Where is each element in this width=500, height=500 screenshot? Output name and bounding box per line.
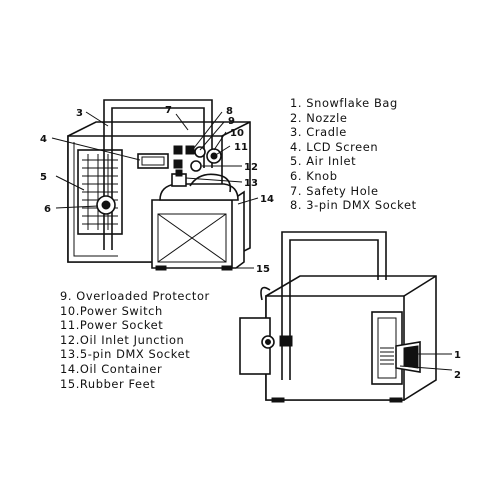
callout-3: 3 (76, 108, 83, 119)
callout-10: 10 (230, 128, 244, 139)
legend-item: 10.Power Switch (60, 303, 163, 318)
legend-item: 9. Overloaded Protector (60, 289, 210, 303)
leader-5 (55, 175, 85, 191)
leader-6 (55, 205, 99, 209)
legend-item: 14.Oil Container (60, 361, 163, 376)
callout-7: 7 (165, 105, 172, 116)
callout-6: 6 (44, 204, 51, 215)
legend-item: 13.5-pin DMX Socket (60, 347, 191, 362)
rear-view-machine (239, 231, 437, 403)
leader-2 (399, 365, 453, 371)
legend-item: 12.Oil Inlet Junction (60, 332, 185, 347)
callout-1: 1 (454, 350, 461, 361)
legend-item: 11.Power Socket (60, 318, 164, 333)
nozzle (395, 341, 421, 373)
leader-13 (185, 177, 243, 183)
callout-11: 11 (234, 142, 248, 153)
callout-12: 12 (244, 162, 258, 173)
knob (96, 195, 116, 215)
rear-foot-left (271, 397, 285, 403)
legend-item: 5. Air Inlet (290, 154, 357, 169)
callout-5: 5 (40, 172, 47, 183)
callout-14: 14 (260, 194, 274, 205)
callout-9: 9 (228, 116, 235, 127)
callout-2: 2 (454, 370, 461, 381)
legend-item: 3. Cradle (290, 125, 347, 140)
parts-legend-top: 1. Snowflake Bag 2. Nozzle 3. Cradle 4. … (290, 96, 417, 213)
leader-14 (237, 197, 259, 205)
parts-legend-bottom: 9. Overloaded Protector 10.Power Switch … (60, 289, 210, 391)
leader-7 (175, 113, 189, 131)
legend-item: 1. Snowflake Bag (290, 96, 398, 110)
lcd-screen (137, 153, 169, 169)
legend-item: 7. Safety Hole (290, 183, 379, 198)
callout-8: 8 (226, 106, 233, 117)
legend-item: 15.Rubber Feet (60, 376, 156, 391)
leader-3 (85, 111, 109, 127)
legend-item: 4. LCD Screen (290, 139, 379, 154)
callout-13: 13 (244, 178, 258, 189)
rear-cradle (279, 231, 387, 380)
callout-15: 15 (256, 264, 270, 275)
leader-11 (213, 145, 231, 157)
front-view-machine (67, 99, 251, 271)
leader-8 (193, 111, 223, 149)
leader-lines (51, 111, 453, 371)
leader-9 (199, 121, 225, 151)
oil-container (151, 169, 245, 269)
callout-numbers: 3 7 8 9 10 4 11 12 5 13 14 6 15 1 2 (40, 105, 461, 381)
leader-4 (51, 137, 141, 161)
cradle-handle (103, 99, 213, 250)
air-inlet-grill (77, 149, 123, 235)
legend-item: 8. 3-pin DMX Socket (290, 198, 417, 213)
rear-air-inlet (239, 286, 275, 375)
rear-foot-right (389, 397, 403, 403)
legend-item: 6. Knob (290, 168, 338, 183)
legend-item: 2. Nozzle (290, 110, 348, 125)
leader-10 (213, 131, 227, 151)
callout-4: 4 (40, 134, 47, 145)
